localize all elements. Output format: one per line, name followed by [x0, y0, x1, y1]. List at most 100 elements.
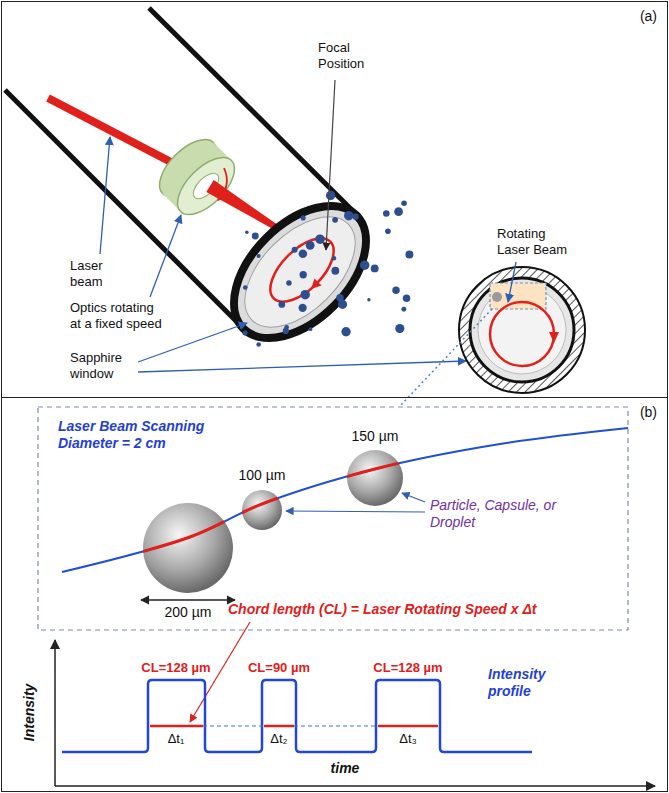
- zoom-frame: [38, 407, 628, 630]
- particle-dot: [353, 214, 359, 220]
- particle-dot: [395, 324, 404, 333]
- duration-label: Δt₃: [399, 731, 417, 747]
- particle-dot: [332, 256, 336, 260]
- profile-label: Intensity profile: [488, 666, 560, 700]
- particle-dot: [256, 342, 261, 347]
- leader-line: [138, 361, 466, 372]
- leader-line: [100, 137, 110, 254]
- callout-label: Focal Position: [318, 40, 382, 71]
- particle-dot: [492, 292, 502, 302]
- particle-dot: [242, 331, 247, 336]
- chord-value: CL=128 µm: [373, 660, 442, 676]
- particle-sphere: [347, 450, 403, 506]
- probe-drawing: [5, 8, 466, 372]
- duration-label: Δt₁: [168, 731, 185, 747]
- particle-dot: [332, 217, 338, 223]
- intensity-profile: [62, 680, 532, 752]
- reference-line: [203, 725, 378, 726]
- particle-dot: [385, 228, 391, 234]
- duration-bar: [150, 725, 203, 728]
- axis-label: Intensity: [22, 683, 39, 741]
- dimension-arrow: [141, 599, 235, 600]
- particle-dot: [298, 304, 306, 312]
- probe-wall: [149, 8, 357, 215]
- sapphire-window: [225, 197, 375, 347]
- end-view: [470, 278, 574, 382]
- particle-dot: [403, 295, 411, 303]
- callout-label: Laser beam: [70, 258, 116, 289]
- end-view: [459, 267, 585, 393]
- particle-dot: [299, 249, 308, 258]
- particle-dot: [301, 215, 306, 220]
- callout-label: Rotating Laser Beam: [497, 226, 573, 257]
- panel-box: (b): [1, 397, 668, 792]
- particle-dot: [245, 230, 249, 234]
- leader-line: [286, 511, 425, 512]
- end-view: [400, 262, 585, 406]
- particle-dot: [300, 290, 309, 299]
- duration-label: Δt₂: [270, 731, 287, 747]
- particle-dot: [392, 287, 399, 294]
- particle-dot: [300, 271, 307, 278]
- particle-dot: [257, 254, 261, 258]
- callout-label: Optics rotating at a fixed speed: [70, 300, 165, 331]
- zoom-line: [400, 309, 492, 406]
- duration-bar: [264, 725, 294, 728]
- chord-value: CL=128 µm: [141, 660, 210, 676]
- axis-label: time: [331, 760, 360, 777]
- scan-label: Laser Beam Scanning Diameter = 2 cm: [58, 418, 263, 452]
- sapphire-window: [209, 181, 390, 362]
- particle-label: Particle, Capsule, or Droplet: [430, 497, 560, 531]
- leader-line: [508, 262, 516, 302]
- size-label: 150 µm: [352, 428, 399, 445]
- particle-dot: [315, 234, 325, 244]
- particle-dot: [278, 301, 285, 308]
- size-label: 200 µm: [165, 604, 212, 621]
- particle-dot: [331, 267, 339, 275]
- particle-dot: [252, 233, 259, 240]
- duration-bar: [378, 725, 438, 728]
- particle-dot: [394, 207, 403, 216]
- particle-dot: [360, 260, 369, 269]
- particle-dot: [306, 241, 315, 250]
- particle-dot: [309, 327, 313, 331]
- particle-dot: [286, 280, 291, 285]
- scan-path: [311, 279, 322, 290]
- particle-dot: [401, 200, 407, 206]
- leader-line: [326, 80, 335, 250]
- panel-letter: (a): [640, 8, 657, 24]
- formula-label: Chord length (CL) = Laser Rotating Speed…: [228, 601, 536, 618]
- scan-path: [490, 302, 554, 366]
- axis: [54, 640, 56, 786]
- particle-dot: [292, 247, 298, 253]
- particle-dot: [326, 191, 335, 200]
- zoom-view: [38, 407, 628, 722]
- particle-dot: [401, 307, 406, 312]
- panel-letter: (b): [640, 404, 657, 420]
- particle-dot: [367, 298, 370, 301]
- particle-dot: [383, 210, 390, 217]
- particle-dot: [371, 264, 379, 272]
- rotating-optics: [150, 130, 244, 224]
- particle-dot: [338, 300, 347, 309]
- particle-dot: [284, 325, 289, 330]
- leader-line: [402, 493, 425, 502]
- leader-line: [150, 215, 181, 297]
- axis: [55, 785, 655, 787]
- particle-dot: [243, 285, 248, 290]
- chord-value: CL=90 µm: [248, 660, 310, 676]
- particle-dot: [341, 327, 350, 336]
- scan-path: [549, 332, 559, 343]
- sapphire-window: [209, 181, 390, 362]
- particle-dot: [405, 251, 413, 259]
- scan-path: [260, 228, 345, 313]
- probe-wall: [5, 90, 243, 328]
- callout-label: Sapphire window: [70, 350, 132, 381]
- size-label: 100 µm: [239, 467, 286, 484]
- particle-dot: [344, 211, 353, 220]
- intensity-chart: [55, 640, 655, 786]
- rotating-optics: [168, 148, 244, 224]
